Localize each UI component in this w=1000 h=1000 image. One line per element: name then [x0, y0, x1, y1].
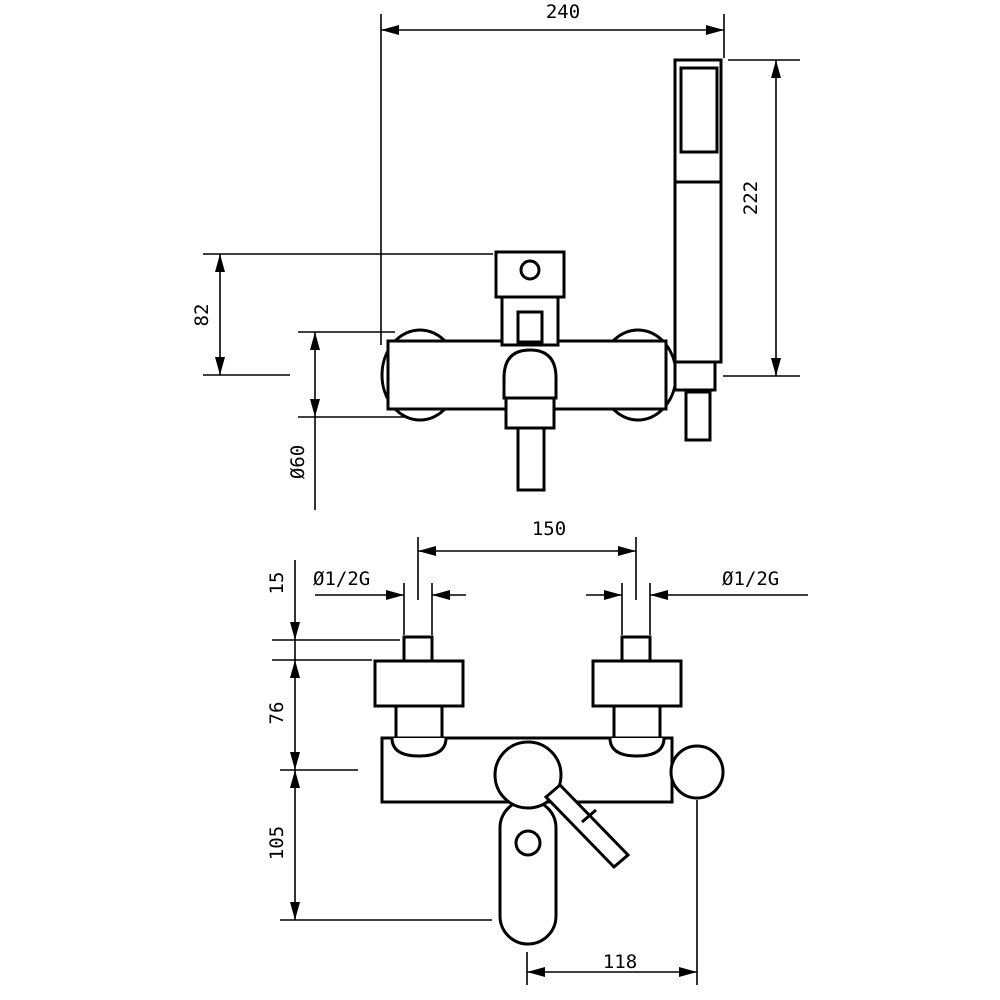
dim-150-label: 150: [532, 518, 566, 540]
dim-76-label: 76: [266, 702, 288, 725]
dim-inlet-left: Ø1/2G: [313, 568, 466, 635]
dim-inlet-left-label: Ø1/2G: [313, 568, 370, 590]
dim-118: 118: [526, 800, 698, 985]
dim-diameter-60: Ø60: [287, 331, 420, 510]
dim-240-label: 240: [546, 1, 580, 23]
dim-150: 150: [417, 518, 637, 600]
top-view: 240 222 82 Ø60: [191, 1, 800, 510]
dim-82: 82: [191, 253, 493, 376]
dim-inlet-right: Ø1/2G: [586, 568, 808, 635]
dim-82-label: 82: [191, 304, 213, 327]
dim-118-label: 118: [603, 951, 637, 973]
dim-222-label: 222: [740, 181, 762, 215]
dim-240: 240: [380, 1, 725, 345]
hand-shower: [673, 58, 723, 442]
front-mixer-body: [380, 736, 725, 946]
front-view: 150 Ø1/2G Ø1/2G: [266, 518, 808, 985]
dim-105-label: 105: [266, 826, 288, 860]
dim-inlet-right-label: Ø1/2G: [722, 568, 779, 590]
top-mixer-body: [380, 250, 678, 492]
dim-15-label: 15: [266, 572, 288, 595]
dim-vertical-stack: 15 76 105: [266, 560, 492, 921]
dim-222: 222: [723, 59, 800, 377]
dim-diameter-60-label: Ø60: [287, 445, 309, 479]
